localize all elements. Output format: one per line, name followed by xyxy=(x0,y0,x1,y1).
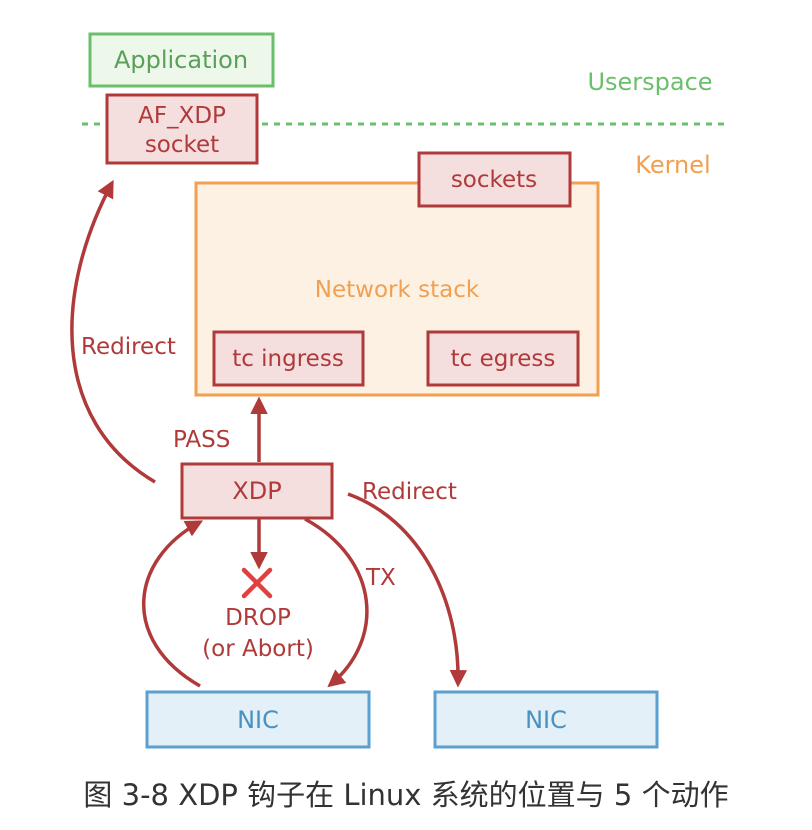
sockets-box: sockets xyxy=(417,151,572,208)
tc-egress-label: tc egress xyxy=(451,346,556,372)
af-xdp-socket-box: AF_XDP socket xyxy=(105,93,259,165)
figure-caption: 图 3-8 XDP 钩子在 Linux 系统的位置与 5 个动作 xyxy=(83,778,729,812)
redirect-to-af-xdp-arrow xyxy=(70,179,156,484)
tx-arrow xyxy=(304,517,369,688)
af-xdp-label-line2: socket xyxy=(145,132,219,158)
kernel-label: Kernel xyxy=(635,151,710,179)
pass-label: PASS xyxy=(173,427,230,453)
tc-egress-box: tc egress xyxy=(426,330,580,387)
sockets-label: sockets xyxy=(451,167,537,193)
nic-right-label: NIC xyxy=(525,706,567,734)
xdp-label: XDP xyxy=(232,477,281,505)
redirect-right-label: Redirect xyxy=(362,479,457,505)
redirect-left-label: Redirect xyxy=(81,334,176,360)
drop-label-line1: DROP xyxy=(225,605,291,631)
nic-to-xdp-arrow xyxy=(142,520,204,688)
application-box: Application xyxy=(88,32,275,88)
x-mark-icon xyxy=(241,567,273,599)
xdp-box: XDP xyxy=(180,462,334,520)
application-label: Application xyxy=(114,46,248,74)
network-stack-label: Network stack xyxy=(315,277,480,303)
drop-label-line2: (or Abort) xyxy=(202,636,314,662)
nic-left-box: NIC xyxy=(145,690,371,749)
af-xdp-label-line1: AF_XDP xyxy=(138,103,226,129)
tc-ingress-label: tc ingress xyxy=(232,346,344,372)
redirect-to-nic-arrow xyxy=(347,492,468,688)
userspace-label: Userspace xyxy=(587,68,712,96)
nic-left-label: NIC xyxy=(237,706,279,734)
nic-right-box: NIC xyxy=(433,690,659,749)
tc-ingress-box: tc ingress xyxy=(212,330,365,387)
tx-label: TX xyxy=(365,565,396,591)
